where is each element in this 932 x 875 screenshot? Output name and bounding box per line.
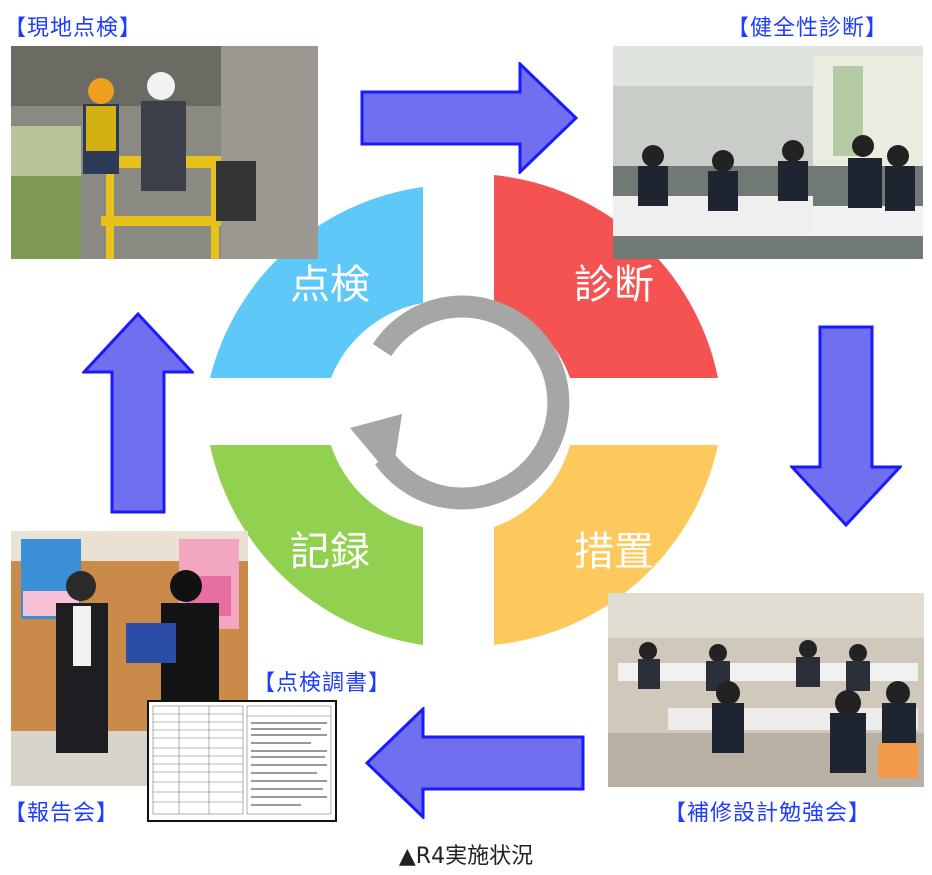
label-report-meeting: 【報告会】: [4, 801, 120, 826]
inspection-report-document: [147, 700, 337, 822]
label-inspection-report: 【点検調書】: [253, 671, 392, 696]
arrow-down: [790, 325, 902, 527]
photo-soundness-diagnosis: [613, 46, 923, 259]
segment-label-diagnosis: 診断: [574, 262, 654, 308]
label-soundness-diagnosis: 【健全性診断】: [727, 16, 889, 41]
cycle-arrow-head: [350, 414, 402, 478]
arrow-up: [82, 312, 194, 514]
segment-label-record: 記録: [290, 529, 370, 575]
label-site-inspection: 【現地点検】: [4, 16, 143, 41]
arrow-left: [365, 707, 585, 819]
label-repair-design-study: 【補修設計勉強会】: [664, 801, 872, 826]
cycle-arrow-ring: [372, 295, 570, 510]
segment-record: [210, 445, 423, 645]
segment-inspection: [210, 187, 423, 378]
segment-label-inspection: 点検: [290, 262, 370, 308]
segment-measures: [494, 445, 718, 645]
caption: ▲R4実施状況: [398, 844, 534, 869]
arrow-right: [360, 62, 578, 174]
photo-site-inspection: [11, 46, 318, 259]
photo-repair-design-study: [608, 593, 924, 787]
segment-diagnosis: [494, 175, 718, 378]
segment-label-measures: 措置: [574, 529, 654, 575]
